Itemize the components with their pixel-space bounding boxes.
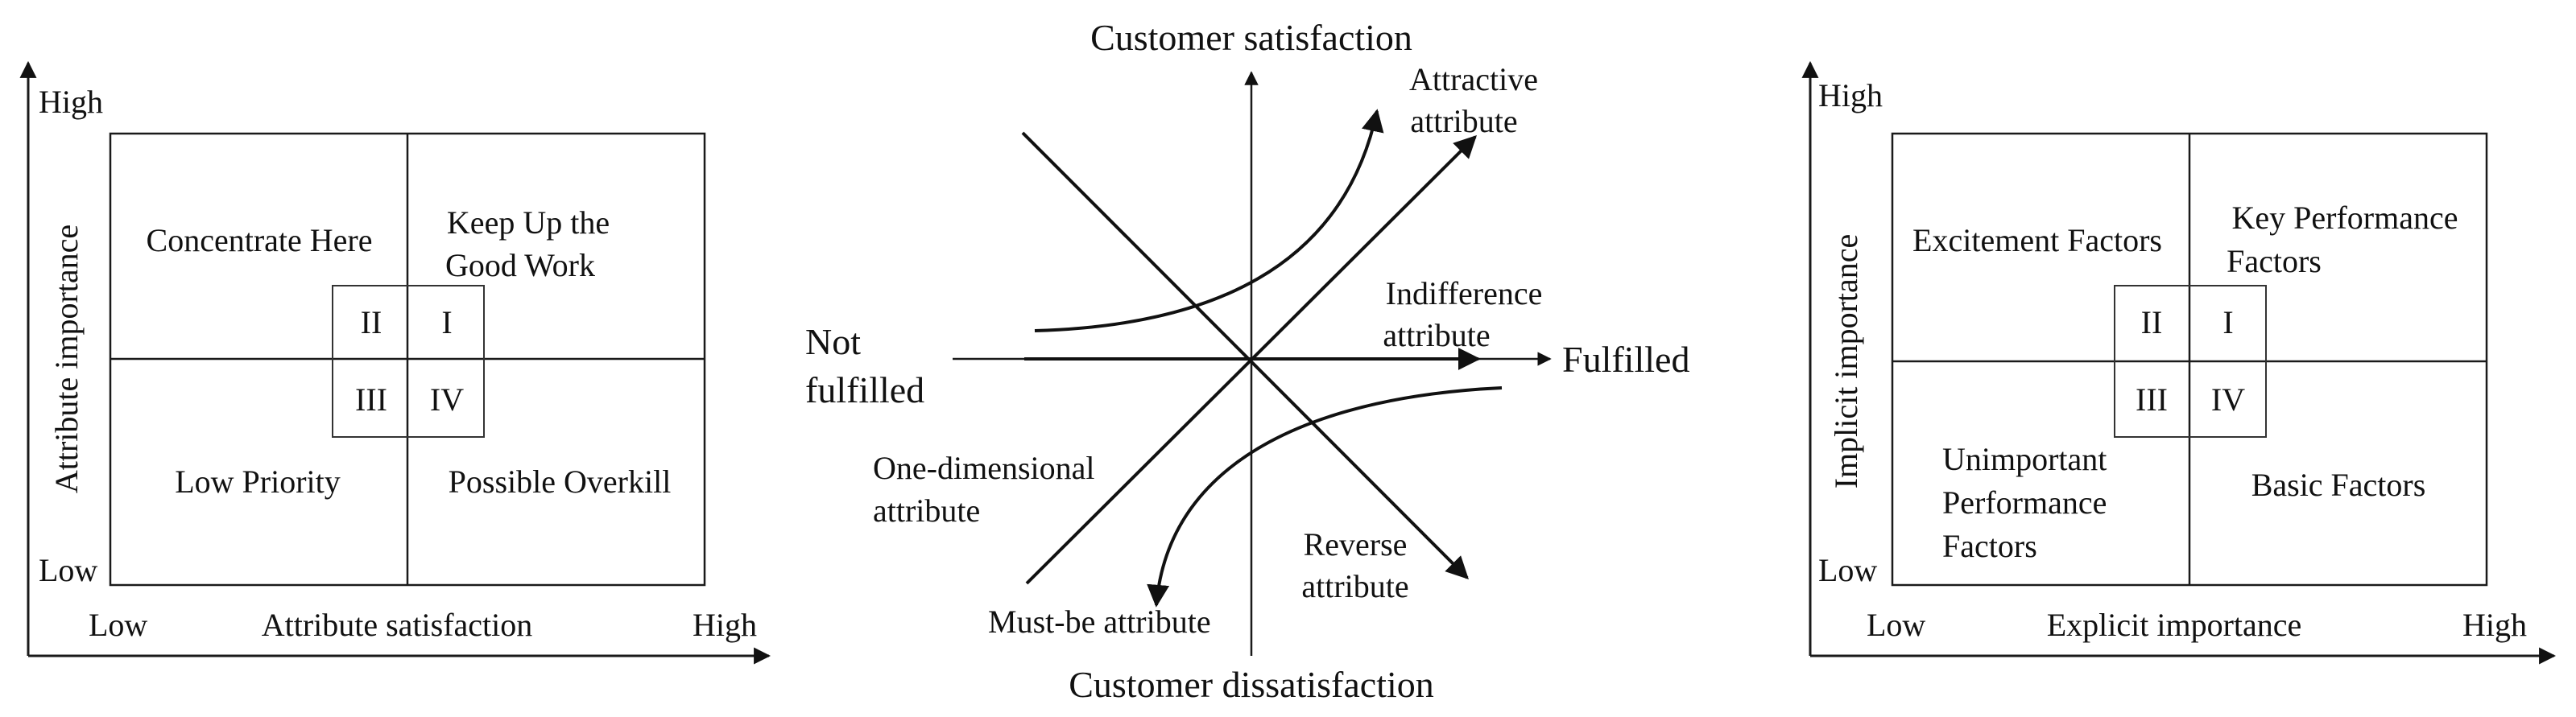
kano-top-label: Customer satisfaction [1090,17,1412,58]
kano-panel: Customer satisfaction Customer dissatisf… [805,17,1689,705]
ipa-panel: High Low Attribute importance Low Attrib… [19,60,771,665]
ai-quadrant-key-performance-line1: Key Performance [2232,200,2458,236]
kano-indifference-label-line1: Indifference [1386,275,1543,311]
ai-roman-ii: II [2141,304,2163,340]
ai-x-axis-title: Explicit importance [2047,607,2302,643]
ai-panel: High Low Implicit importance Low Explici… [1801,60,2557,665]
ipa-y-high-label: High [39,84,103,120]
ipa-center-box [332,285,485,438]
kano-indifference-label-line2: attribute [1383,317,1490,353]
ai-quadrant-key-performance-line2: Factors [2227,243,2322,279]
kano-reverse-label-line2: attribute [1301,568,1408,604]
ai-y-high-label: High [1818,77,1883,113]
ai-quadrant-unimportant-line3: Factors [1942,528,2037,564]
ipa-quadrant-low-priority: Low Priority [175,464,341,500]
kano-attractive-label-line1: Attractive [1409,61,1538,97]
ipa-quadrant-keep-up-line2: Good Work [445,247,595,283]
ai-center-box [2114,285,2267,438]
kano-bottom-label: Customer dissatisfaction [1069,664,1434,705]
ipa-quadrant-concentrate-here: Concentrate Here [147,222,373,258]
ai-quadrant-basic-factors: Basic Factors [2251,467,2426,503]
kano-left-label-line2: fulfilled [805,369,924,410]
ipa-roman-iii: III [355,381,387,418]
ai-roman-iii: III [2136,381,2168,418]
ai-roman-iv: IV [2211,381,2245,418]
ai-quadrant-unimportant-line1: Unimportant [1942,441,2107,477]
kano-reverse-line [1021,131,1469,579]
ai-x-low-label: Low [1867,607,1925,643]
ai-quadrant-excitement-factors: Excitement Factors [1912,222,2162,258]
ipa-roman-i: I [441,304,452,340]
kano-one-dimensional-label-line1: One-dimensional [873,450,1095,486]
ipa-roman-ii: II [361,304,382,340]
ai-y-axis-title: Implicit importance [1828,234,1864,489]
kano-reverse-label-line1: Reverse [1304,526,1408,562]
kano-left-label-line1: Not [805,321,861,362]
kano-one-dimensional-label-line2: attribute [873,492,980,529]
ipa-y-low-label: Low [39,552,97,588]
kano-attractive-label-line2: attribute [1410,103,1517,139]
kano-must-be-label: Must-be attribute [988,604,1211,640]
ipa-quadrant-keep-up-line1: Keep Up the [447,204,610,241]
ipa-x-low-label: Low [89,607,147,643]
ai-roman-i: I [2222,304,2233,340]
ipa-x-axis-title: Attribute satisfaction [262,607,533,643]
ai-x-high-label: High [2462,607,2527,643]
ai-y-low-label: Low [1818,552,1877,588]
kano-must-be-curve [1147,386,1503,608]
kano-right-label: Fulfilled [1562,339,1689,380]
ai-quadrant-unimportant-line2: Performance [1942,484,2107,521]
ipa-roman-iv: IV [430,381,464,418]
kano-attractive-curve [1034,109,1384,332]
ipa-y-axis-title: Attribute importance [48,225,85,493]
ipa-x-high-label: High [693,607,757,643]
ipa-quadrant-possible-overkill: Possible Overkill [449,464,672,500]
